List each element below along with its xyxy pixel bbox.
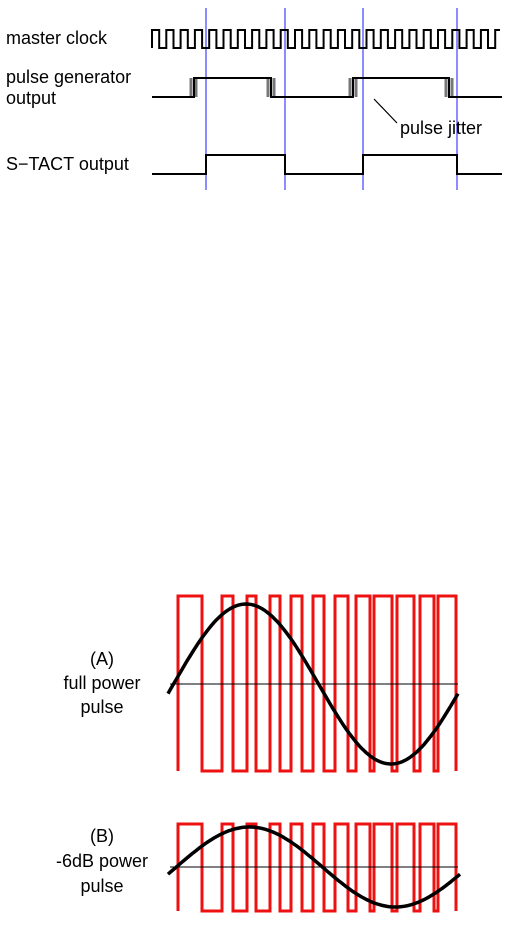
pulse-generator-waveform — [152, 77, 502, 98]
pwm-panel-b: (B) -6dB power pulse — [56, 822, 462, 913]
pulse-generator-label-line2: output — [6, 88, 56, 108]
panel-b-pulse-label: pulse — [80, 876, 123, 896]
panel-a-pwm-square-wave — [176, 594, 458, 773]
panel-b-title-label: -6dB power — [56, 851, 148, 871]
panel-a-sine-wave — [166, 602, 460, 766]
pulse-jitter-label: pulse jitter — [400, 118, 482, 138]
panel-b-pwm-square-wave — [176, 822, 458, 913]
panel-a-id-label: (A) — [90, 649, 114, 669]
master-clock-label: master clock — [6, 28, 108, 48]
timing-diagram: master clock pulse generator output puls… — [6, 8, 502, 190]
panel-b-sine-wave — [166, 825, 462, 909]
stact-output-waveform — [152, 154, 502, 175]
panel-a-pulse-label: pulse — [80, 697, 123, 717]
pwm-panel-a: (A) full power pulse — [63, 594, 460, 773]
panel-a-title-label: full power — [63, 673, 140, 693]
stact-output-label: S−TACT output — [6, 154, 129, 174]
pulse-generator-label-line1: pulse generator — [6, 67, 131, 87]
master-clock-waveform — [151, 29, 500, 49]
pulse-jitter-pointer — [373, 98, 398, 124]
panel-b-id-label: (B) — [90, 826, 114, 846]
pulse-jitter-edges — [189, 78, 454, 97]
